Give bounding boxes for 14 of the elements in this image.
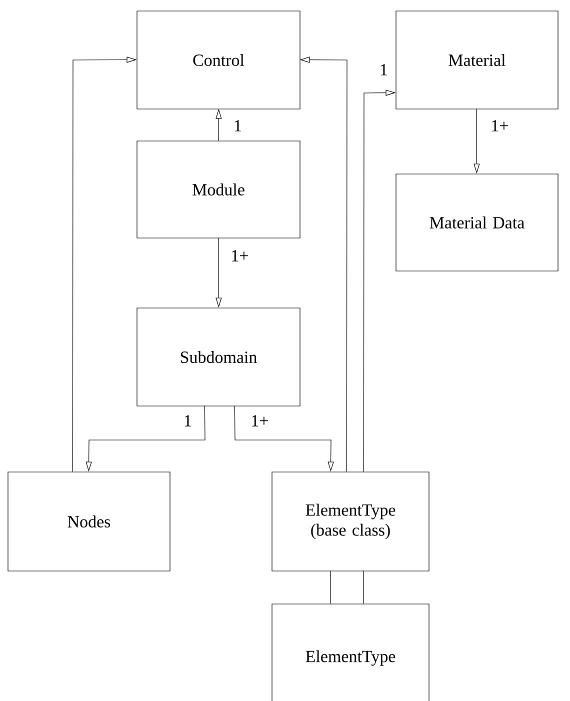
multiplicity-label: 1+ [250, 414, 270, 428]
class-box: Material Data [396, 174, 558, 272]
class-box: Nodes [8, 472, 170, 572]
multiplicity-label: 1+ [230, 249, 250, 262]
multiplicity-label: 1 [232, 119, 243, 132]
class-box: Control [136, 10, 300, 110]
class-box: Material [396, 10, 558, 110]
class-box: ElementType [272, 604, 430, 701]
multiplicity-label: 1 [182, 414, 193, 428]
multiplicity-label: 1 [378, 63, 389, 76]
class-box: Module [136, 140, 300, 238]
multiplicity-label: 1+ [490, 119, 510, 132]
class-box: ElementType (base class) [272, 472, 430, 572]
class-box: Subdomain [136, 308, 300, 406]
